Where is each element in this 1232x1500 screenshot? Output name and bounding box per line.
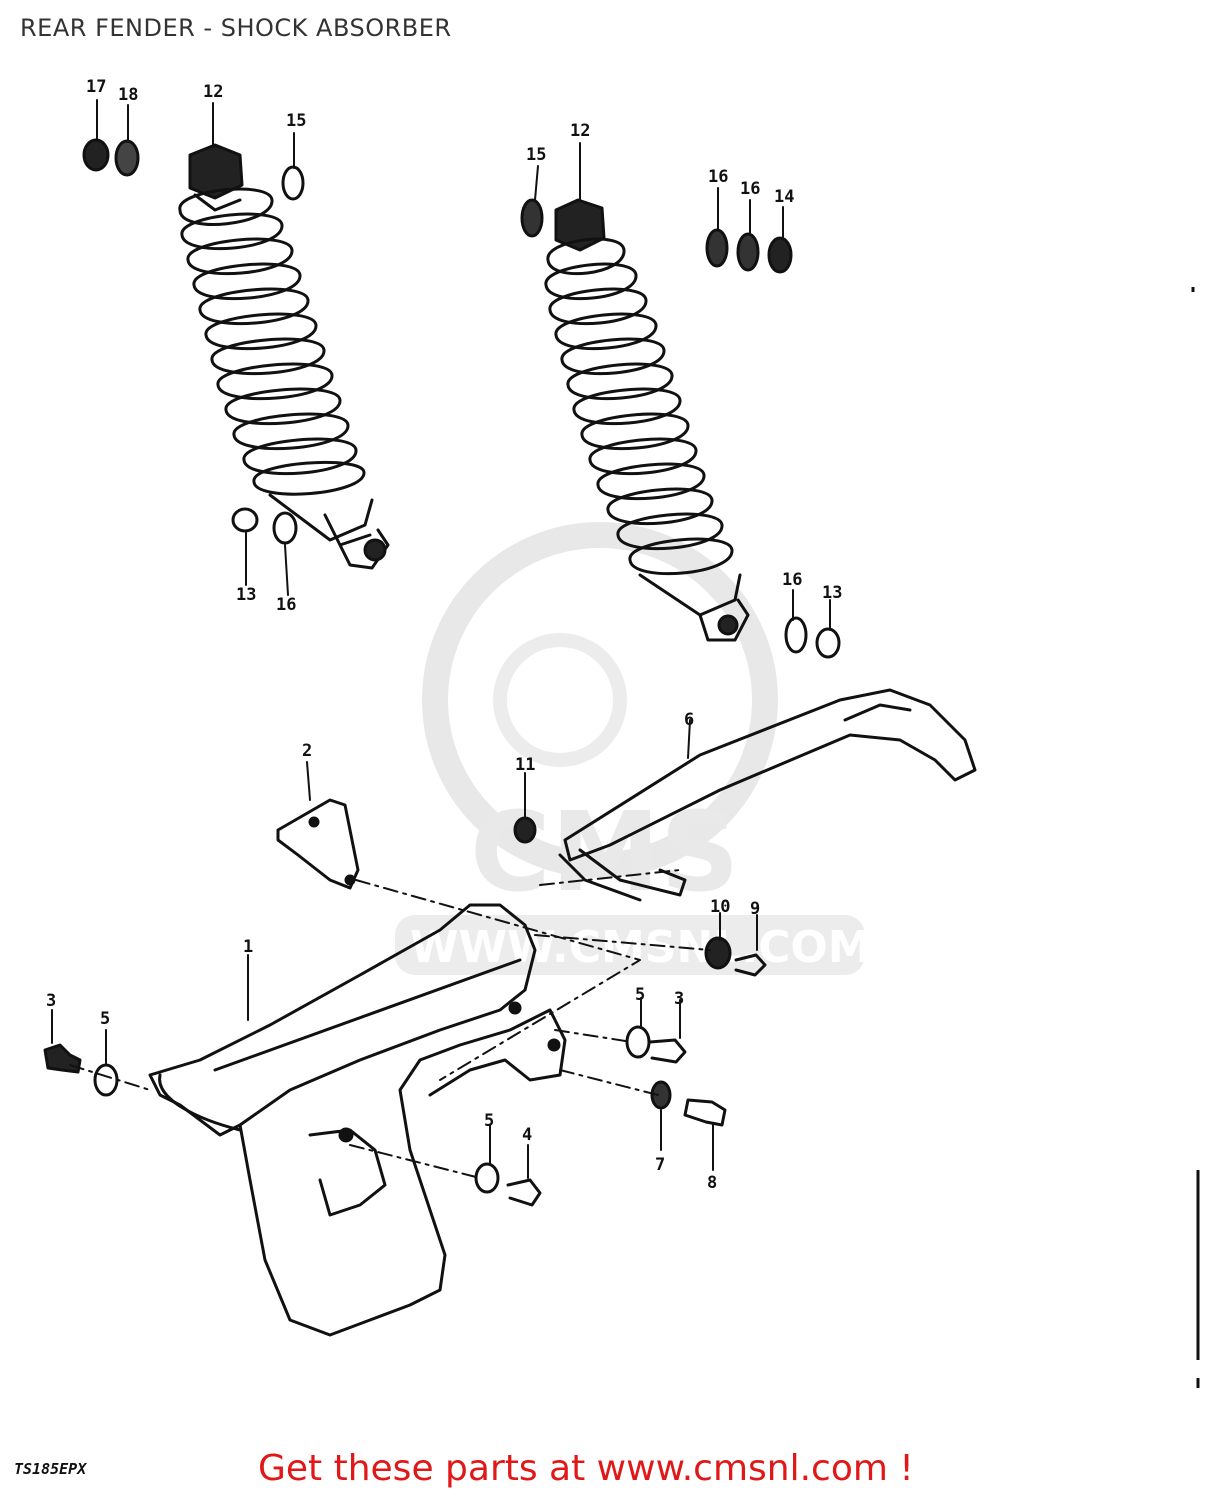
callout-2: 2 bbox=[302, 741, 312, 761]
rear-fender-rear-part-6 bbox=[558, 688, 977, 902]
callout-1: 1 bbox=[243, 937, 253, 957]
diagram-code: TS185EPX bbox=[14, 1460, 87, 1478]
callout-4: 4 bbox=[522, 1125, 532, 1145]
callout-3-left: 3 bbox=[46, 991, 56, 1011]
callout-15-left: 15 bbox=[286, 111, 306, 131]
callout-16-b: 16 bbox=[740, 179, 760, 199]
assembly-leader-lines bbox=[69, 869, 711, 1179]
callout-leaders bbox=[51, 99, 831, 1179]
scan-edge-marks bbox=[1191, 287, 1200, 1388]
left-shock-absorber bbox=[178, 143, 390, 570]
callout-12-left: 12 bbox=[203, 82, 223, 102]
callout-13-right: 13 bbox=[822, 583, 842, 603]
callout-12-right: 12 bbox=[570, 121, 590, 141]
callout-15-right: 15 bbox=[526, 145, 546, 165]
callout-16-c: 16 bbox=[276, 595, 296, 615]
callout-9: 9 bbox=[750, 899, 760, 919]
page-title: REAR FENDER - SHOCK ABSORBER bbox=[20, 14, 452, 42]
callout-6-top: 6 bbox=[684, 710, 694, 730]
callout-16-d: 16 bbox=[782, 570, 802, 590]
callout-14: 14 bbox=[774, 187, 794, 207]
watermark-brand: CMS bbox=[470, 788, 739, 916]
callout-7: 7 bbox=[655, 1155, 665, 1175]
callout-18: 18 bbox=[118, 85, 138, 105]
callout-10: 10 bbox=[710, 897, 730, 917]
callout-16-a: 16 bbox=[708, 167, 728, 187]
watermark-url: WWW.CMSNL.COM bbox=[410, 922, 872, 973]
washers-nuts bbox=[82, 138, 841, 1194]
right-shock-absorber bbox=[544, 198, 750, 642]
callout-8: 8 bbox=[707, 1173, 717, 1193]
callout-5-left: 5 bbox=[100, 1009, 110, 1029]
callout-13-left: 13 bbox=[236, 585, 256, 605]
rear-fender-front-part-1 bbox=[148, 903, 567, 1337]
callout-labels: 17 18 12 15 15 12 16 16 14 13 16 16 13 2… bbox=[46, 77, 842, 1193]
cms-watermark: CMS WWW.CMSNL.COM bbox=[395, 522, 872, 975]
callout-17: 17 bbox=[86, 77, 106, 97]
callout-11: 11 bbox=[515, 755, 535, 775]
callout-3-right: 3 bbox=[674, 989, 684, 1009]
callout-5-mid: 5 bbox=[635, 985, 645, 1005]
bracket-part-2 bbox=[276, 798, 360, 890]
buy-parts-link[interactable]: Get these parts at www.cmsnl.com ! bbox=[258, 1448, 914, 1489]
callout-5-bottom: 5 bbox=[484, 1111, 494, 1131]
